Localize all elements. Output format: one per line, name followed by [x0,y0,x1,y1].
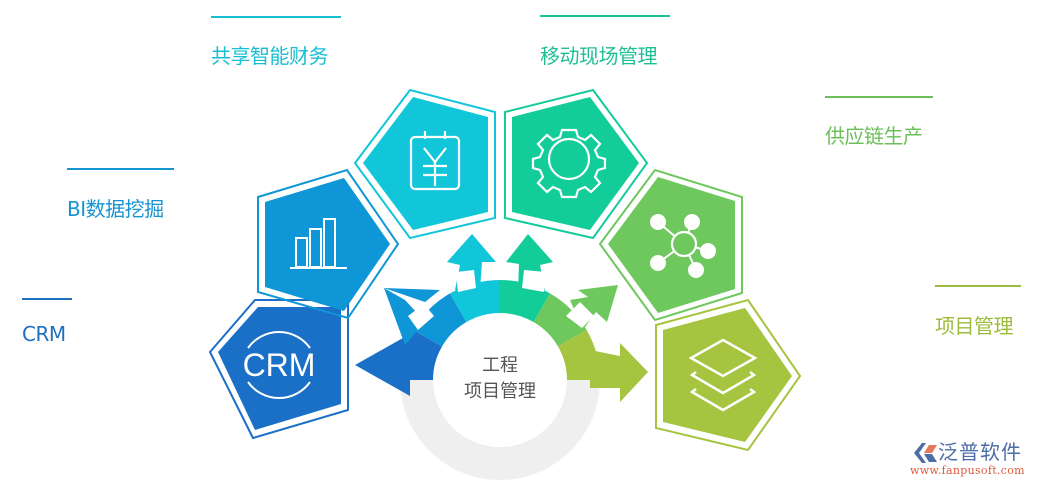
mobile-rule [540,15,670,17]
project-label: 项目管理 [935,314,1014,338]
module-crm[interactable]: CRM [208,299,349,440]
crm-icon-text: CRM [243,347,316,383]
crm-label: CRM [22,322,66,346]
hub-ring [355,234,648,480]
segment-crm [355,330,442,396]
finance-label: 共享智能财务 [211,44,329,68]
supply-label: 供应链生产 [825,124,923,148]
brand-name: 泛普软件 [938,440,1022,464]
layers-icon [688,338,758,412]
network-hub-icon [650,214,716,278]
supply-rule [825,96,933,98]
yuan-calendar-icon [409,131,461,191]
hub-title-line1: 工程 [482,355,518,376]
brand-logo[interactable]: 泛普软件 www.fanpusoft.com [910,440,1035,477]
crm-rule [22,298,72,300]
crm-icon [247,331,311,399]
arrow-gaps [408,270,594,330]
brand-url: www.fanpusoft.com [910,464,1025,477]
hub-center [434,314,566,446]
segment-project [558,330,648,402]
module-project[interactable] [655,298,802,452]
bi-label: BI数据挖掘 [67,197,164,221]
hub-title: 工程 项目管理 [440,353,560,405]
mobile-label: 移动现场管理 [540,44,658,68]
gear-icon [531,128,607,199]
finance-rule [211,16,341,18]
module-finance[interactable] [353,88,496,240]
segment-bi [384,288,467,347]
module-bi[interactable] [257,168,400,320]
project-rule [935,285,1021,287]
module-mobile[interactable] [504,88,649,240]
hub-title-line2: 项目管理 [464,381,536,402]
bi-rule [67,168,174,170]
bar-chart-icon [290,218,347,269]
brand-mark-icon [914,443,937,463]
module-supply[interactable] [598,168,743,322]
